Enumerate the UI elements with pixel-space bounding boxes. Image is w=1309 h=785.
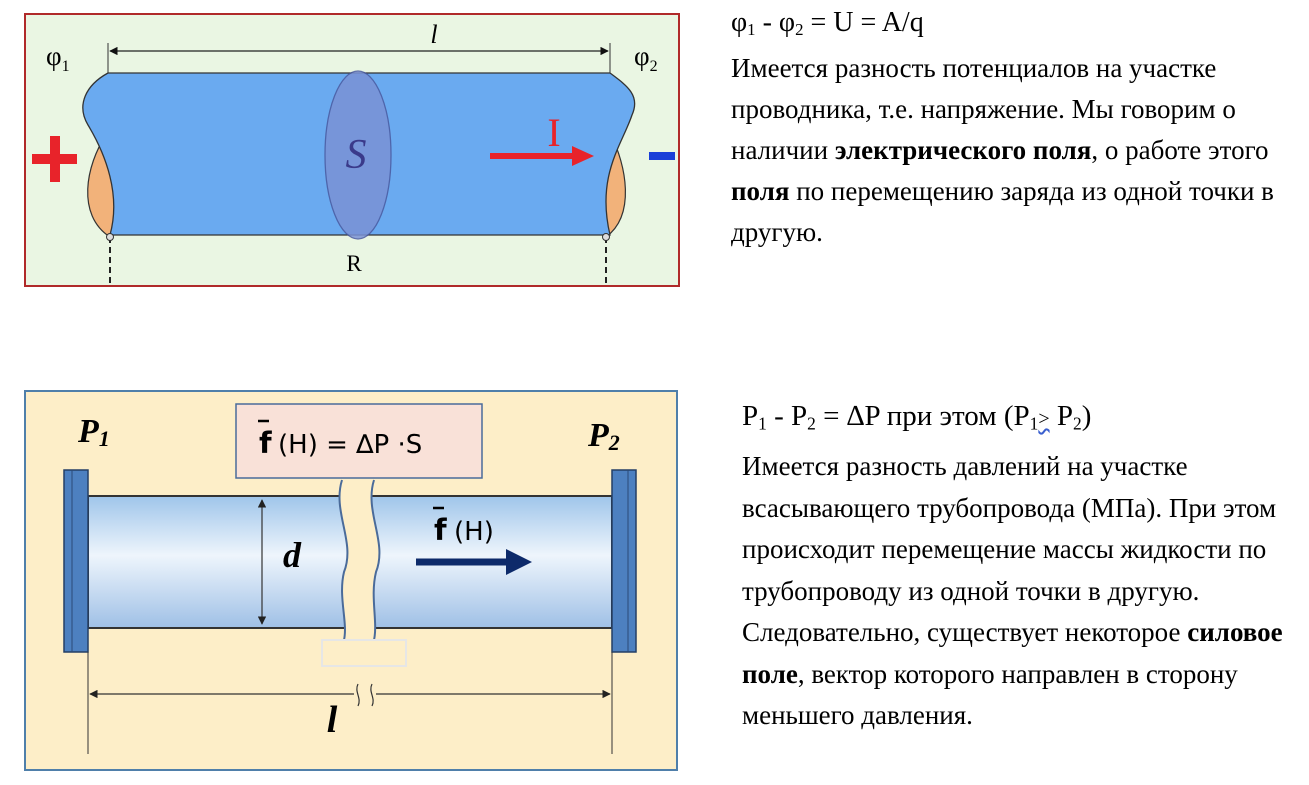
pipe-length-label: l [327, 699, 338, 741]
pressure-formula: P1 - P2 = ∆P при этом (P1> P2) [742, 400, 1092, 434]
pipe-break-right-edge [370, 479, 381, 641]
force-formula-symbol: f [259, 426, 272, 460]
hydraulic-diagram-panel: f (Н) = ∆P ·S f (Н) P1 P2 d l [24, 390, 678, 771]
p1-label: P1 [77, 413, 110, 451]
area-label: S [346, 132, 367, 178]
pipe-break-bracket [321, 639, 407, 667]
minus-sign [649, 152, 675, 160]
right-flange [611, 469, 637, 653]
length-label: l [430, 20, 437, 49]
resistance-label: R [346, 251, 362, 276]
right-terminal-dot [602, 233, 610, 241]
force-formula-box [235, 403, 483, 479]
diameter-label: d [283, 535, 302, 575]
flow-arrow-head [506, 549, 532, 575]
conductor-diagram: l φ1 φ2 S I R [32, 20, 675, 283]
pipe-diagram: f (Н) = ∆P ·S f (Н) P1 P2 d l [63, 403, 637, 754]
force-formula-text: (Н) = ∆P ·S [278, 430, 422, 460]
current-label: I [547, 110, 560, 155]
left-terminal-dot [106, 233, 114, 241]
phi1-label: φ1 [46, 41, 70, 75]
current-arrow-head [572, 146, 594, 166]
cross-section-ellipse [324, 70, 392, 240]
pipe-break-gap [339, 480, 380, 640]
p2-label: P2 [587, 417, 620, 455]
electric-explanation: Имеется разность потенциалов на участке … [731, 53, 1274, 247]
hydraulic-explanation: Имеется разность давлений на участке вса… [742, 451, 1283, 730]
length-break-mark [356, 683, 374, 707]
flow-force-unit: (Н) [454, 517, 494, 547]
electric-diagram-panel: l φ1 φ2 S I R [24, 13, 680, 287]
plus-sign-v [50, 136, 60, 182]
phi2-label: φ2 [634, 41, 658, 75]
voltage-formula: φ1 - φ2 = U = A/q [731, 7, 924, 40]
flow-force-symbol: f [434, 513, 447, 547]
left-flange [63, 469, 89, 653]
pipe-break-left-edge [338, 479, 349, 641]
